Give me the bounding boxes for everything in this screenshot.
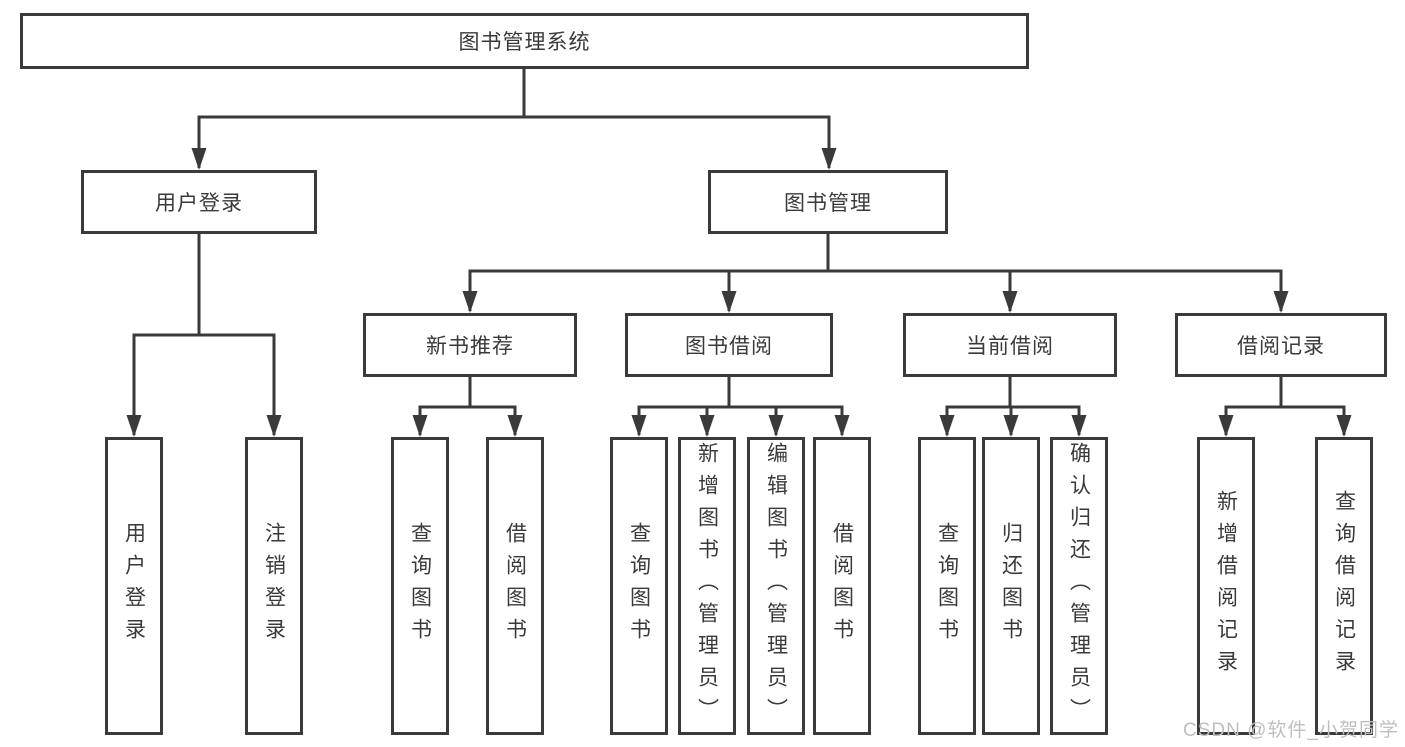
leaf-user-login: 用户登录 <box>105 437 163 735</box>
leaf-add-books-admin-label: 新增图书（管理员） <box>695 442 719 730</box>
leaf-add-borrow-record-label: 新增借阅记录 <box>1214 490 1238 682</box>
leaf-user-login-label: 用户登录 <box>122 522 146 650</box>
node-book-management: 图书管理 <box>708 170 948 234</box>
leaf-query-books-current: 查询图书 <box>918 437 976 735</box>
leaf-query-books-borrow: 查询图书 <box>610 437 668 735</box>
leaf-add-borrow-record: 新增借阅记录 <box>1197 437 1255 735</box>
leaf-add-books-admin: 新增图书（管理员） <box>678 437 736 735</box>
leaf-borrow-books-recommend: 借阅图书 <box>486 437 544 735</box>
leaf-edit-books-admin-label: 编辑图书（管理员） <box>764 442 788 730</box>
leaf-query-books-recommend: 查询图书 <box>391 437 449 735</box>
leaf-return-books-label: 归还图书 <box>999 522 1023 650</box>
leaf-borrow-books-label: 借阅图书 <box>830 522 854 650</box>
leaf-query-books-current-label: 查询图书 <box>935 522 959 650</box>
leaf-query-books-borrow-label: 查询图书 <box>627 522 651 650</box>
leaf-logout-login: 注销登录 <box>245 437 303 735</box>
leaf-logout-login-label: 注销登录 <box>262 522 286 650</box>
node-new-book-recommend: 新书推荐 <box>363 313 577 377</box>
leaf-edit-books-admin: 编辑图书（管理员） <box>747 437 805 735</box>
node-borrow-record: 借阅记录 <box>1175 313 1387 377</box>
leaf-borrow-books-recommend-label: 借阅图书 <box>503 522 527 650</box>
watermark: CSDN @软件_小贺同学 <box>1183 720 1399 741</box>
node-current-borrow: 当前借阅 <box>903 313 1117 377</box>
node-library-management-system: 图书管理系统 <box>20 13 1029 69</box>
leaf-return-books: 归还图书 <box>982 437 1040 735</box>
leaf-borrow-books: 借阅图书 <box>813 437 871 735</box>
node-book-borrow: 图书借阅 <box>625 313 833 377</box>
node-user-login: 用户登录 <box>81 170 317 234</box>
leaf-confirm-return-admin: 确认归还（管理员） <box>1050 437 1108 735</box>
leaf-query-books-recommend-label: 查询图书 <box>408 522 432 650</box>
leaf-confirm-return-admin-label: 确认归还（管理员） <box>1067 442 1091 730</box>
leaf-query-borrow-record-label: 查询借阅记录 <box>1332 490 1356 682</box>
leaf-query-borrow-record: 查询借阅记录 <box>1315 437 1373 735</box>
